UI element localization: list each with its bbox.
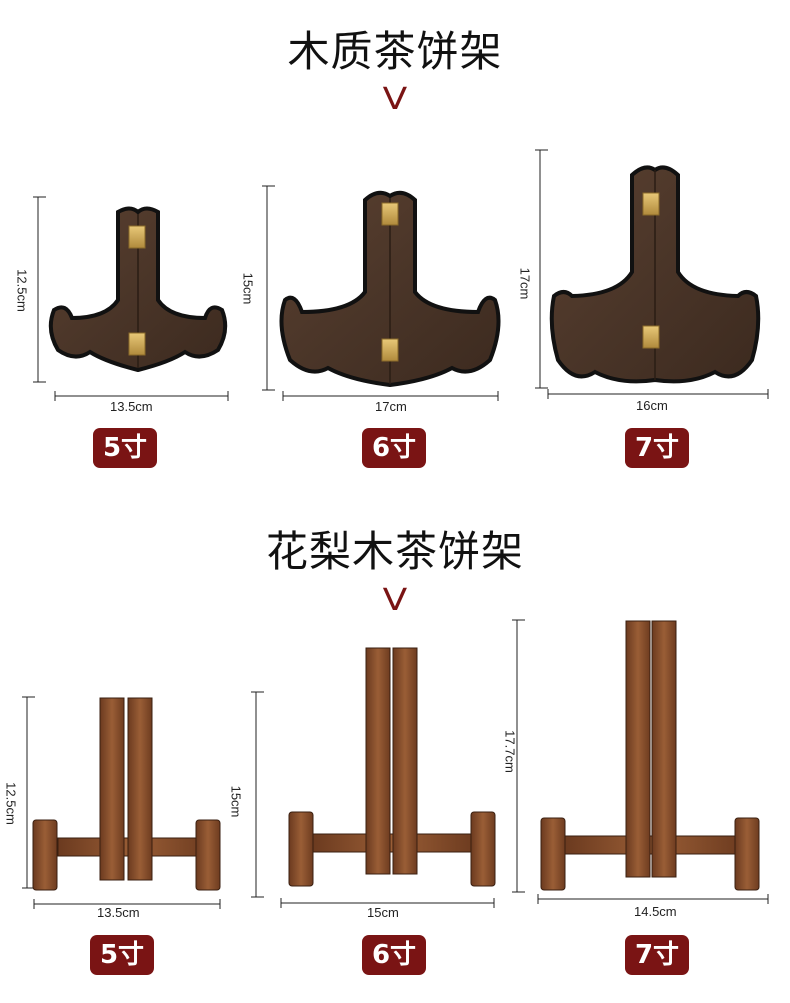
rosewood-stand-5: [32, 697, 221, 891]
size-badge-6: 6寸: [362, 935, 426, 975]
brass-hinge-icon: [381, 202, 399, 226]
wood-stand-5: [48, 206, 228, 373]
brass-hinge-icon: [128, 225, 146, 249]
height-label: 12.5cm: [14, 269, 30, 312]
dimension-lines-bottom: [22, 619, 769, 909]
wood-stand-7: [549, 165, 761, 384]
brass-hinge-icon: [642, 325, 660, 349]
section-title-wood: 木质茶饼架: [287, 27, 503, 76]
brass-hinge-icon: [642, 192, 660, 216]
dimension-lines-top: [33, 149, 769, 401]
width-label: 13.5cm: [97, 905, 140, 920]
width-label: 15cm: [367, 905, 399, 920]
height-label: 17.7cm: [502, 730, 518, 773]
size-badge-7: 7寸: [625, 428, 689, 468]
height-label: 17cm: [517, 267, 533, 300]
brass-hinge-icon: [381, 338, 399, 362]
height-label: 15cm: [228, 785, 244, 818]
brass-hinge-icon: [128, 332, 146, 356]
wood-stand-6: [279, 190, 501, 388]
width-label: 13.5cm: [110, 399, 153, 414]
height-label: 12.5cm: [3, 782, 19, 825]
chevron-down-icon: V: [382, 583, 408, 618]
rosewood-stand-7: [540, 620, 760, 891]
section-title-rosewood: 花梨木茶饼架: [265, 527, 524, 576]
rosewood-stand-6: [288, 647, 496, 887]
size-badge-5: 5寸: [90, 935, 154, 975]
chevron-down-icon: V: [382, 82, 408, 117]
width-label: 17cm: [375, 399, 407, 414]
size-badge-6: 6寸: [362, 428, 426, 468]
size-badge-7: 7寸: [625, 935, 689, 975]
size-badge-5: 5寸: [93, 428, 157, 468]
height-label: 15cm: [240, 272, 256, 305]
width-label: 14.5cm: [634, 904, 677, 919]
width-label: 16cm: [636, 398, 668, 413]
